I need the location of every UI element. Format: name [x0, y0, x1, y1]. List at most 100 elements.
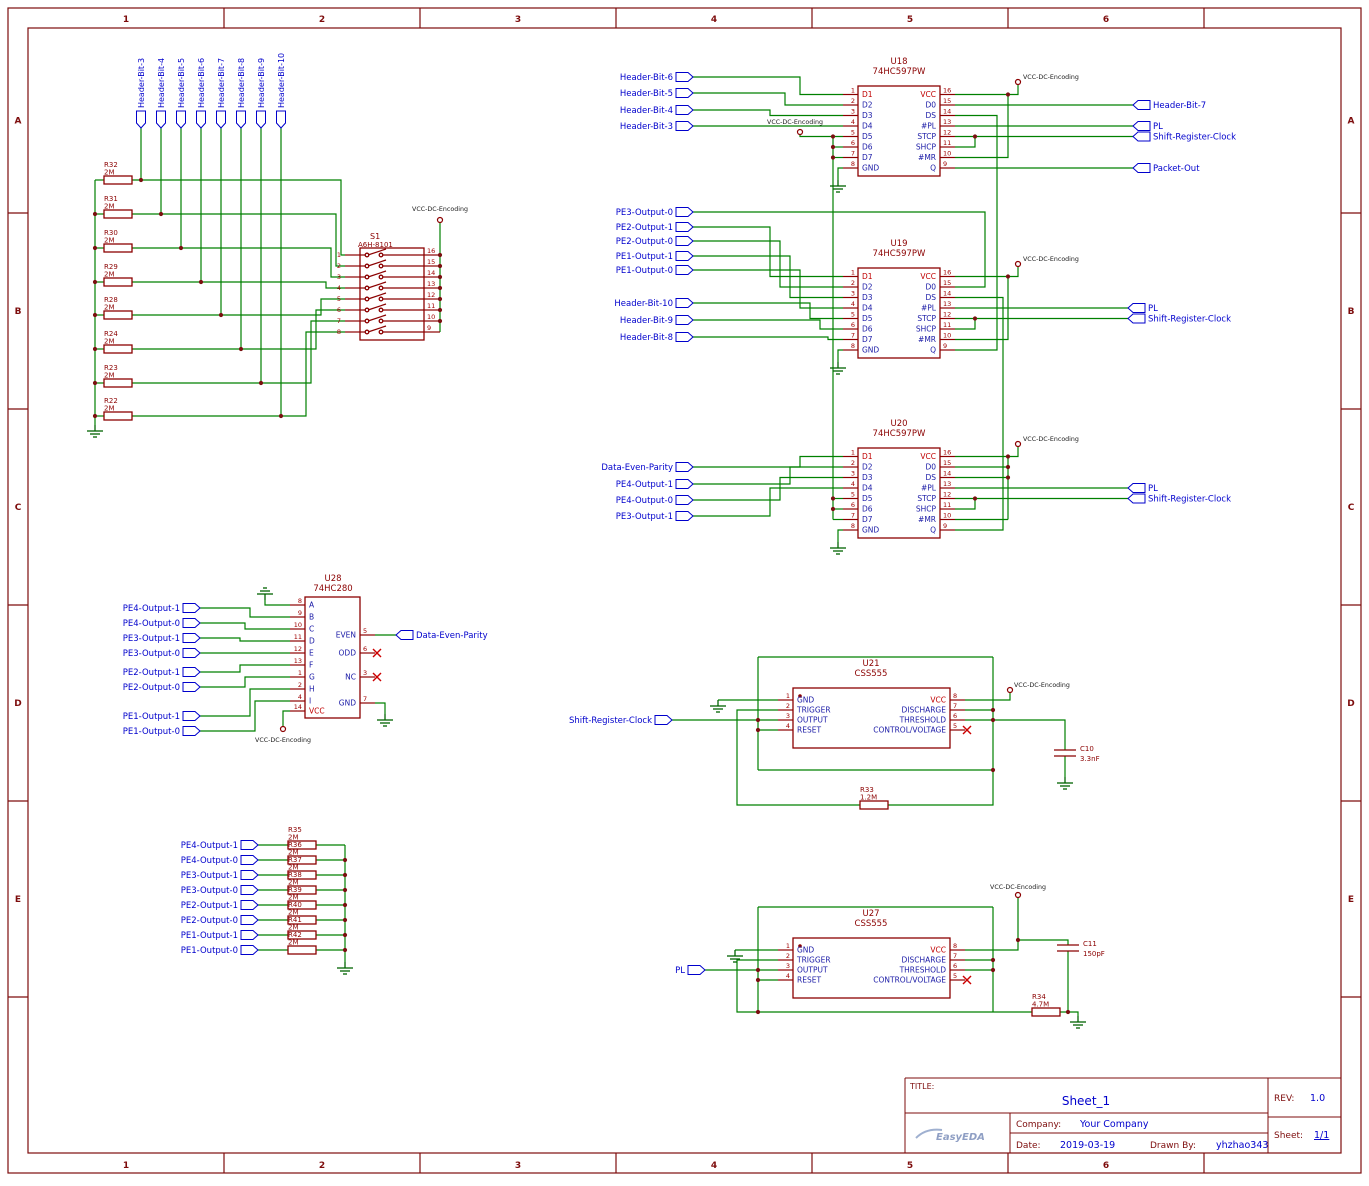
net-label[interactable]: PE4-Output-0	[181, 855, 259, 867]
switch-actuator[interactable]	[367, 259, 387, 267]
wire[interactable]	[955, 114, 998, 351]
wire[interactable]	[693, 76, 843, 96]
switch-actuator[interactable]	[367, 281, 387, 289]
ground-symbol[interactable]	[337, 962, 353, 975]
ground-symbol[interactable]	[1057, 777, 1073, 790]
wire[interactable]	[837, 529, 843, 542]
net-label[interactable]: PE1-Output-0	[616, 265, 694, 277]
net-label[interactable]: PE2-Output-1	[616, 222, 694, 234]
net-label[interactable]: Header-Bit-10	[276, 53, 287, 129]
wire[interactable]	[132, 331, 345, 417]
net-label[interactable]: PE3-Output-1	[181, 870, 259, 882]
wire[interactable]	[693, 455, 843, 468]
wire[interactable]	[955, 276, 1009, 341]
net-label[interactable]: Header-Bit-4	[156, 58, 167, 129]
wire[interactable]	[955, 498, 976, 510]
net-label[interactable]: Header-Bit-4	[620, 105, 694, 117]
ic-body[interactable]	[792, 687, 951, 749]
net-label[interactable]: PE3-Output-0	[616, 207, 694, 219]
power-flag[interactable]: VCC-DC-Encoding	[412, 206, 468, 224]
wire[interactable]	[799, 135, 843, 138]
resistor-body[interactable]	[287, 915, 317, 925]
net-label[interactable]: PL	[1127, 483, 1158, 495]
wire[interactable]	[200, 676, 290, 688]
wire[interactable]	[200, 607, 290, 618]
power-flag[interactable]: VCC-DC-Encoding	[1014, 256, 1079, 268]
date-value[interactable]: 2019-03-19	[1060, 1140, 1115, 1151]
ic-body[interactable]	[792, 937, 951, 999]
switch-body[interactable]	[359, 247, 425, 341]
ground-symbol[interactable]	[710, 700, 726, 713]
wire[interactable]	[132, 247, 345, 278]
wire[interactable]	[955, 136, 976, 148]
net-label[interactable]: Shift-Register-Clock	[1132, 131, 1236, 143]
net-label[interactable]: Header-Bit-5	[620, 88, 694, 100]
power-flag[interactable]: VCC-DC-Encoding	[990, 884, 1046, 899]
net-label[interactable]: PE2-Output-0	[123, 682, 201, 694]
sheet-title[interactable]: Sheet_1	[1062, 1094, 1110, 1108]
wire[interactable]	[282, 710, 290, 727]
wire[interactable]	[965, 897, 1019, 951]
switch-actuator[interactable]	[367, 314, 387, 322]
net-label[interactable]: Header-Bit-6	[620, 72, 694, 84]
wire[interactable]	[200, 700, 290, 732]
net-label[interactable]: PE1-Output-1	[123, 711, 201, 723]
ground-symbol[interactable]	[830, 180, 846, 193]
wire[interactable]	[888, 770, 994, 806]
ic-body[interactable]	[857, 85, 941, 177]
resistor-body[interactable]	[103, 243, 133, 253]
wire[interactable]	[955, 318, 976, 330]
switch-actuator[interactable]	[367, 325, 387, 333]
wire[interactable]	[693, 319, 843, 330]
power-flag[interactable]: VCC-DC-Encoding	[1014, 74, 1079, 86]
sheet-number-value[interactable]: 1/1	[1314, 1130, 1329, 1141]
net-label[interactable]: PE3-Output-0	[123, 648, 201, 660]
switch-actuator[interactable]	[367, 248, 387, 256]
net-label[interactable]: PE1-Output-0	[123, 726, 201, 738]
resistor-body[interactable]	[103, 411, 133, 421]
wire[interactable]	[955, 84, 1019, 96]
net-label[interactable]: Header-Bit-10	[614, 298, 694, 310]
power-flag[interactable]: VCC-DC-Encoding	[1006, 682, 1070, 694]
net-label[interactable]: Header-Bit-9	[620, 315, 694, 327]
wire[interactable]	[132, 213, 345, 267]
wire[interactable]	[965, 692, 1011, 701]
resistor-body[interactable]	[287, 840, 317, 850]
resistor-body[interactable]	[103, 175, 133, 185]
wire[interactable]	[200, 637, 290, 642]
switch-actuator[interactable]	[367, 303, 387, 311]
net-label[interactable]: PE4-Output-1	[123, 603, 201, 615]
wire[interactable]	[736, 709, 860, 806]
ground-symbol[interactable]	[727, 950, 743, 963]
net-label[interactable]: Header-Bit-3	[136, 58, 147, 129]
wire[interactable]	[955, 446, 1019, 458]
wire[interactable]	[132, 179, 345, 256]
net-label[interactable]: PE3-Output-1	[123, 633, 201, 645]
wire[interactable]	[132, 309, 345, 350]
wire[interactable]	[693, 466, 843, 485]
rev-value[interactable]: 1.0	[1310, 1093, 1325, 1104]
wire[interactable]	[837, 167, 843, 180]
wire[interactable]	[132, 320, 345, 384]
resistor-body[interactable]	[103, 344, 133, 354]
power-flag[interactable]: VCC-DC-Encoding	[255, 725, 311, 745]
net-label[interactable]: Shift-Register-Clock	[569, 715, 673, 727]
wire[interactable]	[264, 600, 290, 606]
net-label[interactable]: Header-Bit-7	[216, 58, 227, 129]
resistor-body[interactable]	[103, 310, 133, 320]
wire[interactable]	[200, 664, 290, 673]
net-label[interactable]: PE4-Output-0	[616, 495, 694, 507]
net-label[interactable]: PL	[1127, 303, 1158, 315]
wire[interactable]	[955, 266, 1019, 278]
net-label[interactable]: Shift-Register-Clock	[1127, 313, 1231, 325]
net-label[interactable]: Header-Bit-5	[176, 58, 187, 129]
resistor-body[interactable]	[859, 800, 889, 810]
switch-actuator[interactable]	[367, 292, 387, 300]
company-value[interactable]: Your Company	[1079, 1119, 1149, 1130]
net-label[interactable]: PE4-Output-1	[616, 479, 694, 491]
wire[interactable]	[837, 349, 843, 362]
power-flag[interactable]: VCC-DC-Encoding	[1014, 436, 1079, 448]
net-label[interactable]: PE1-Output-1	[181, 930, 259, 942]
wire[interactable]	[736, 959, 778, 1013]
wire[interactable]	[132, 298, 345, 316]
